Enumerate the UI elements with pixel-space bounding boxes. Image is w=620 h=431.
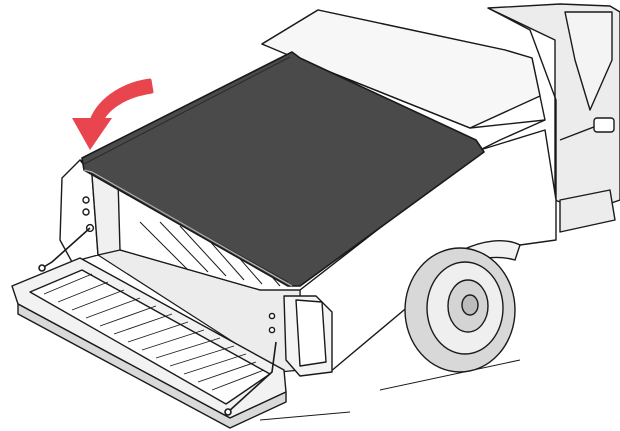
tailgate (11, 257, 287, 429)
tonneau-cover (81, 51, 485, 287)
ground-lines (259, 359, 521, 421)
rear-corner-taillight (268, 295, 333, 377)
tailgate-support-cables (38, 227, 277, 416)
tailgate-ribs (43, 273, 265, 391)
rear-wheel (404, 240, 521, 373)
roll-direction-arrow-icon (72, 78, 154, 150)
truck-cab (487, 3, 620, 213)
